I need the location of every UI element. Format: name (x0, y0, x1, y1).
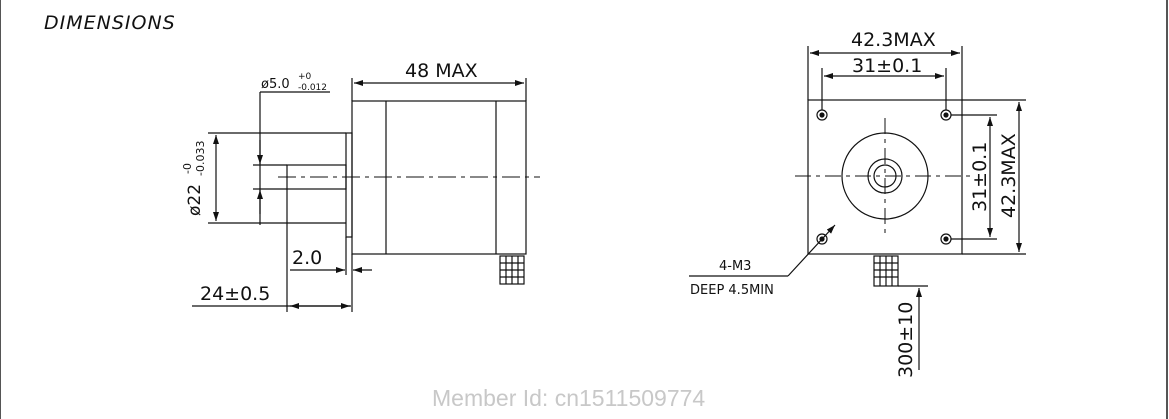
dim-hole-spacing-v-label: 31±0.1 (969, 142, 991, 212)
boss-dia-label: ø22 -0 -0.033 (181, 141, 207, 216)
svg-text:ø22: ø22 (185, 184, 205, 216)
motor-face (807, 99, 963, 255)
motor-boss (345, 132, 353, 238)
dim-hole-spacing-h-label: 31±0.1 (852, 55, 922, 77)
dim-width-max-label: 42.3MAX (851, 29, 936, 51)
svg-text:-0.012: -0.012 (298, 83, 327, 93)
hole-depth-label: DEEP 4.5MIN (690, 283, 774, 298)
svg-text:-0.033: -0.033 (194, 141, 207, 176)
watermark: Member Id: cn1511509774 (432, 385, 706, 411)
dim-height-max-label: 42.3MAX (998, 133, 1020, 218)
hole-spec-label: 4-M3 (719, 259, 751, 274)
mount-holes (816, 109, 952, 245)
page-title: DIMENSIONS (44, 12, 176, 34)
front-view (689, 46, 1026, 370)
dim-shaft-length-label: 24±0.5 (200, 283, 270, 305)
dim-lead-length-label: 300±10 (895, 302, 917, 378)
side-connector (499, 255, 525, 285)
dim-boss-height-label: 2.0 (292, 247, 322, 269)
dim-48max-label: 48 MAX (405, 60, 478, 82)
svg-text:ø5.0: ø5.0 (261, 77, 290, 92)
front-connector (873, 255, 899, 287)
side-view (192, 78, 540, 312)
svg-text:-0: -0 (181, 163, 194, 174)
svg-text:+0: +0 (298, 72, 312, 82)
shaft-dia-label: ø5.0 +0 -0.012 (261, 72, 327, 93)
